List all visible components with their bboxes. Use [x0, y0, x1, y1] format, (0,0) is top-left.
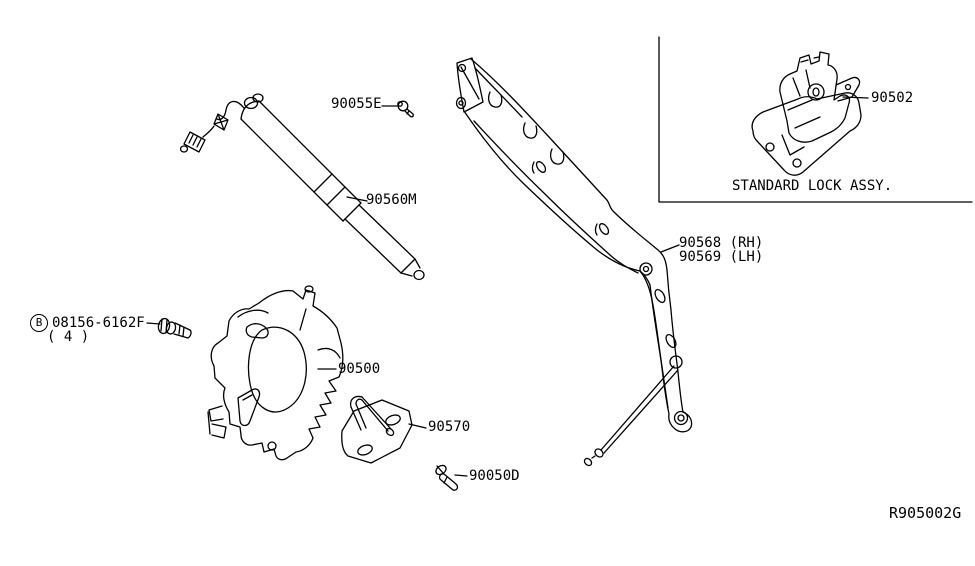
diagram-reference-code: R905002G [889, 504, 962, 522]
standard-lock-assy-drawing [751, 51, 862, 176]
lock-actuator-drawing [207, 285, 344, 461]
bolt-symbol-circle-b: B [30, 314, 48, 332]
label-power-stay-90560m: 90560M [366, 192, 417, 208]
power-stay-drawing [179, 93, 425, 281]
leader-lines [146, 96, 869, 477]
label-bolt-part-number: 08156-6162F [52, 315, 145, 331]
label-lock-actuator-90500: 90500 [338, 361, 381, 377]
label-bracket-rh-90568: 90568 (RH) [679, 235, 764, 251]
label-bolt-quantity: ( 4 ) [47, 329, 90, 345]
screw-icon [397, 100, 414, 118]
label-striker-90570: 90570 [428, 419, 471, 435]
label-bracket-lh-90569: 90569 (LH) [679, 249, 764, 265]
label-screw-90055e: 90055E [331, 96, 382, 112]
back-door-bracket-drawing [455, 57, 693, 467]
clip-icon [435, 464, 459, 491]
bolt-icon [157, 317, 192, 339]
inset-border [658, 36, 973, 203]
striker-drawing [341, 395, 413, 464]
label-clip-90050d: 90050D [469, 468, 520, 484]
inset-caption-standard-lock-assy: STANDARD LOCK ASSY. [732, 178, 893, 194]
label-standard-lock-90502: 90502 [871, 90, 914, 106]
